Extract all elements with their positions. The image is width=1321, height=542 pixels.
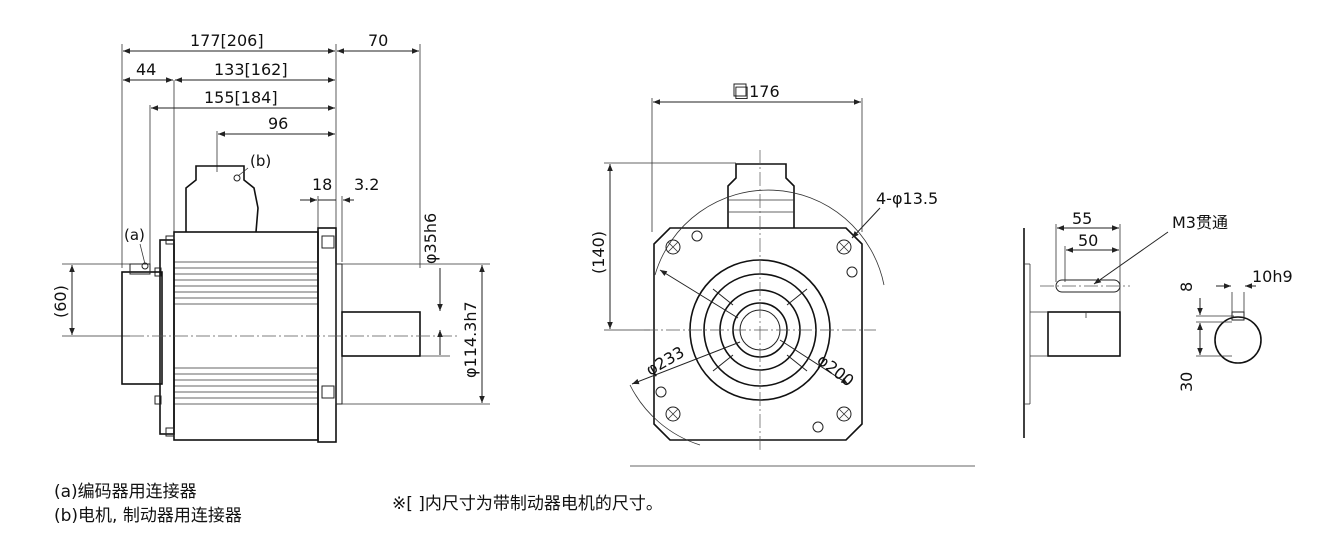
key-length-label: 50 xyxy=(1078,231,1098,250)
flange-thickness-label: 18 xyxy=(312,175,332,194)
tapped-hole-label: M3贯通 xyxy=(1172,213,1228,232)
body-length-2-label: 155[184] xyxy=(204,88,278,107)
connector-height-label: (140) xyxy=(589,231,608,274)
bracket-note: ※[ ]内尺寸为带制动器电机的尺寸。 xyxy=(392,494,663,514)
total-length-label: 177[206] xyxy=(190,31,264,50)
mount-holes-label: 4-φ13.5 xyxy=(876,189,938,208)
front-view: □176 (140) 4-φ xyxy=(589,82,938,450)
shaft-length-label: 55 xyxy=(1072,209,1092,228)
connector-b-label: (b) xyxy=(250,152,271,170)
mount-hole xyxy=(836,239,852,255)
spigot-depth-label: 3.2 xyxy=(354,175,379,194)
flange-depth-label: 70 xyxy=(368,31,388,50)
side-view: 177[206] 70 44 133[162] 155[184] 96 18 3… xyxy=(51,31,490,443)
bolt-circle-label: φ233 xyxy=(643,342,688,379)
shaft-detail-view: 55 50 M3贯通 8 30 10h9 xyxy=(1023,209,1293,438)
shaft-dim-label: 30 xyxy=(1177,372,1196,392)
key-depth-label: 8 xyxy=(1177,282,1196,292)
mount-hole xyxy=(836,406,852,422)
flange-square-label: □176 xyxy=(734,82,780,101)
connector-a-label: (a) xyxy=(124,226,145,244)
shaft-diameter-label: φ35h6 xyxy=(421,213,440,264)
encoder-height-label: (60) xyxy=(51,285,70,318)
pilot-circle-label: φ200 xyxy=(814,350,858,390)
connector-offset-label: 96 xyxy=(268,114,288,133)
body-length-label: 133[162] xyxy=(214,60,288,79)
mount-hole xyxy=(665,406,681,422)
note-b: (b)电机, 制动器用连接器 xyxy=(54,506,242,526)
mount-hole xyxy=(665,239,681,255)
spigot-diameter-label: φ114.3h7 xyxy=(461,301,480,378)
notes-legend: (a)编码器用连接器 (b)电机, 制动器用连接器 xyxy=(54,480,242,528)
note-a: (a)编码器用连接器 xyxy=(54,482,197,502)
key-width-label: 10h9 xyxy=(1252,267,1293,286)
encoder-offset-label: 44 xyxy=(136,60,156,79)
